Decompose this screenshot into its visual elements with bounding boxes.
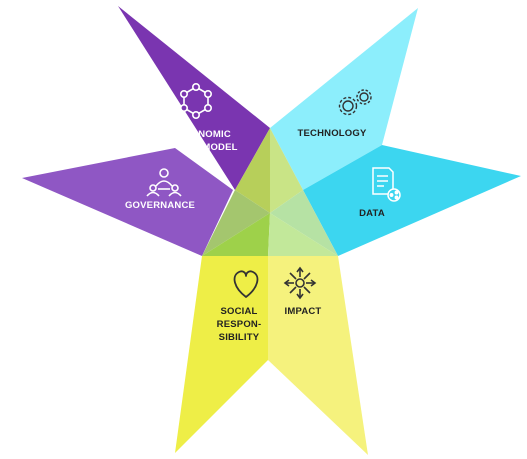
center-top-facet [235, 128, 270, 213]
people-group-icon [146, 168, 182, 197]
social-responsibility-petal [175, 256, 268, 453]
technology-label: TECHNOLOGY [297, 128, 366, 139]
center-bottom-left-facet [202, 213, 270, 256]
data-label: DATA [359, 208, 385, 219]
governance-petal [22, 148, 233, 256]
network-hexagon-icon [180, 83, 213, 120]
center-right-facet [270, 190, 338, 256]
center-bottom-right-facet [268, 213, 338, 256]
center-top-right-facet [270, 128, 303, 213]
heart-icon [233, 270, 259, 298]
governance-label: GOVERNANCE [125, 200, 195, 211]
social-responsibility-label-line3: SIBILITY [219, 332, 260, 343]
impact-label: IMPACT [285, 306, 322, 317]
economic-model-label-line2: MODEL [202, 142, 237, 153]
document-share-icon [372, 167, 401, 202]
economic-model-label-line1: ECONOMIC [177, 129, 231, 140]
center-left-facet [202, 190, 270, 256]
economic-model-petal [118, 6, 270, 190]
data-petal [303, 145, 521, 256]
impact-petal [268, 256, 368, 455]
social-responsibility-label-line2: RESPON- [217, 319, 262, 330]
impact-arrows-icon [283, 266, 317, 300]
social-responsibility-label-line1: SOCIAL [220, 306, 257, 317]
gears-icon [338, 89, 372, 116]
